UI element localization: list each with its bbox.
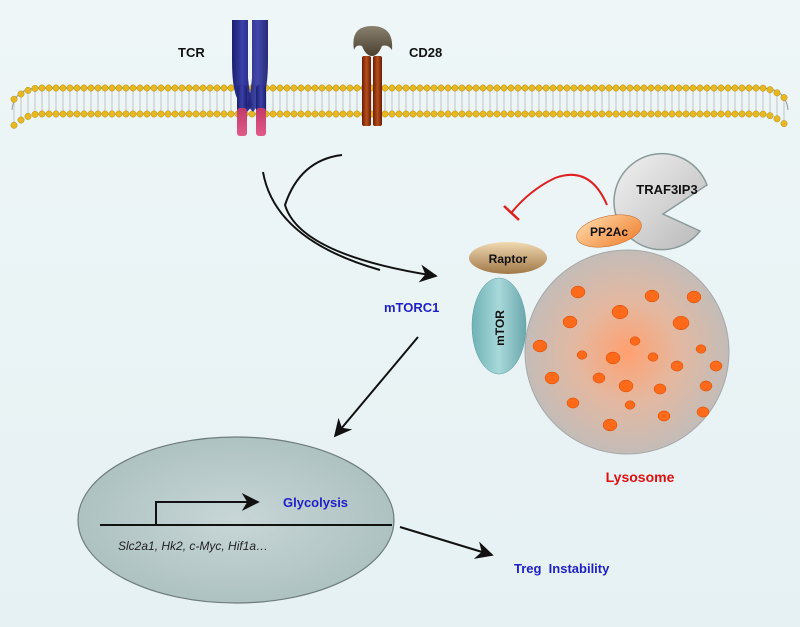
tcr-receptor: [232, 20, 268, 136]
mtor-label: mTOR: [493, 310, 507, 346]
nucleus: Glycolysis Slc2a1, Hk2, c-Myc, Hif1a…: [77, 436, 395, 604]
lysosome-granule: [647, 352, 659, 362]
lysosome-granule: [602, 418, 618, 432]
lysosome-granule: [532, 339, 548, 353]
lysosome-granule: [709, 360, 723, 372]
treg-instability-label: Treg Instability: [514, 561, 610, 576]
raptor-label: Raptor: [489, 252, 528, 266]
lysosome-granule: [696, 406, 710, 418]
lysosome-granule: [624, 400, 636, 410]
membrane-inner-leaflet: [10, 110, 788, 129]
mtorc1-label: mTORC1: [384, 300, 439, 315]
glycolysis-label: Glycolysis: [283, 495, 348, 510]
tcr-cd28-to-mtorc1-arrow: [283, 154, 438, 283]
lysosome: [524, 249, 730, 455]
lysosome-granule: [605, 351, 621, 365]
lysosome-granule: [562, 315, 578, 329]
lysosome-granule: [686, 290, 702, 304]
to-treg-instability-arrow: [399, 526, 494, 559]
traf3ip3-label: TRAF3IP3: [636, 182, 697, 197]
mtor-protein: mTOR: [471, 277, 527, 375]
cd28-label: CD28: [409, 45, 442, 60]
lysosome-granule: [566, 397, 580, 409]
lysosome-granule: [644, 289, 660, 303]
gene-list-label: Slc2a1, Hk2, c-Myc, Hif1a…: [118, 539, 268, 553]
signaling-arrows: [262, 154, 438, 283]
mtorc1-to-nucleus-arrow: [333, 336, 419, 438]
lysosome-granule: [695, 344, 707, 354]
cd28-receptor: [353, 26, 393, 126]
inhibition-arrow: [503, 173, 608, 221]
lysosome-granule: [611, 304, 629, 320]
lysosome-granule: [618, 379, 634, 393]
lysosome-granule: [576, 350, 588, 360]
lysosome-granule: [653, 383, 667, 395]
lysosome-label: Lysosome: [606, 469, 675, 485]
lysosome-granule: [570, 285, 586, 299]
cell-membrane: [10, 84, 789, 129]
lysosome-granule: [699, 380, 713, 392]
tcr-label: TCR: [178, 45, 205, 60]
pp2ac-label: PP2Ac: [590, 225, 628, 239]
lysosome-granule: [629, 336, 641, 346]
lysosome-granule: [544, 371, 560, 385]
lysosome-granule: [672, 315, 690, 331]
lysosome-granule: [657, 410, 671, 422]
transcription-arrow: [155, 493, 260, 525]
pp2ac-protein: PP2Ac: [576, 214, 642, 248]
lysosome-granule: [592, 372, 606, 384]
raptor-protein: Raptor: [469, 242, 547, 274]
lysosome-granule: [670, 360, 684, 372]
signal-merge-arc: [262, 171, 381, 271]
lysosome-granules: [532, 285, 723, 432]
